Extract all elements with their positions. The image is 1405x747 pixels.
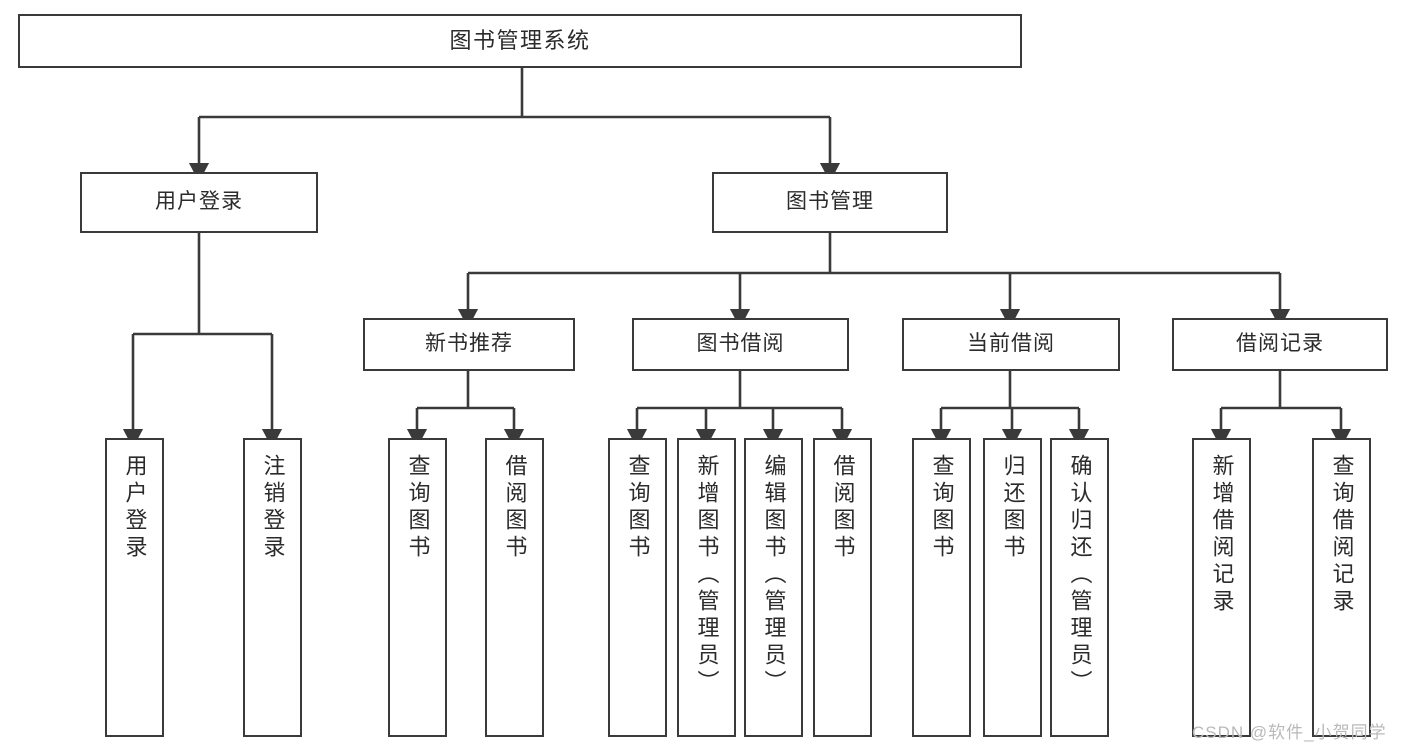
leaf-confirm-return-admin[interactable]: 确认归还（管理员）: [1050, 438, 1109, 737]
leaf-borrow-book-recommend[interactable]: 借阅图书: [485, 438, 544, 737]
leaf-edit-book-admin-label: 编辑图书（管理员）: [761, 454, 787, 697]
leaf-return-book-label: 归还图书: [1000, 454, 1026, 562]
leaf-query-book-current-label: 查询图书: [929, 454, 955, 562]
watermark: CSDN @软件_小贺同学: [1192, 723, 1387, 742]
leaf-borrow-book[interactable]: 借阅图书: [813, 438, 872, 737]
leaf-return-book[interactable]: 归还图书: [983, 438, 1042, 737]
leaf-query-book-borrow[interactable]: 查询图书: [608, 438, 667, 737]
leaf-query-book-borrow-label: 查询图书: [625, 454, 651, 562]
leaf-query-book-current[interactable]: 查询图书: [912, 438, 971, 737]
leaf-add-borrow-record[interactable]: 新增借阅记录: [1192, 438, 1251, 737]
leaf-query-borrow-record-label: 查询借阅记录: [1329, 454, 1355, 616]
node-book-management[interactable]: 图书管理: [712, 172, 948, 233]
node-current-borrow-label: 当前借阅: [967, 332, 1055, 356]
leaf-borrow-book-recommend-label: 借阅图书: [502, 454, 528, 562]
leaf-query-book-recommend[interactable]: 查询图书: [388, 438, 447, 737]
node-book-borrow-label: 图书借阅: [696, 332, 785, 356]
leaf-borrow-book-label: 借阅图书: [830, 454, 856, 562]
leaf-logout[interactable]: 注销登录: [243, 438, 302, 737]
leaf-query-borrow-record[interactable]: 查询借阅记录: [1312, 438, 1371, 737]
node-book-management-label: 图书管理: [786, 190, 874, 214]
leaf-user-login[interactable]: 用户登录: [105, 438, 164, 737]
node-root-label: 图书管理系统: [449, 28, 591, 54]
node-root[interactable]: 图书管理系统: [18, 14, 1022, 68]
node-new-book-recommend-label: 新书推荐: [425, 332, 513, 356]
node-borrow-record-label: 借阅记录: [1236, 332, 1324, 356]
node-current-borrow[interactable]: 当前借阅: [902, 318, 1120, 371]
leaf-user-login-label: 用户登录: [122, 454, 148, 562]
node-user-login-label: 用户登录: [155, 190, 243, 214]
leaf-edit-book-admin[interactable]: 编辑图书（管理员）: [744, 438, 803, 737]
leaf-add-borrow-record-label: 新增借阅记录: [1209, 454, 1235, 616]
node-new-book-recommend[interactable]: 新书推荐: [363, 318, 575, 371]
node-book-borrow[interactable]: 图书借阅: [632, 318, 849, 371]
leaf-logout-label: 注销登录: [260, 454, 286, 562]
node-borrow-record[interactable]: 借阅记录: [1172, 318, 1388, 371]
leaf-add-book-admin-label: 新增图书（管理员）: [694, 454, 720, 697]
leaf-add-book-admin[interactable]: 新增图书（管理员）: [677, 438, 736, 737]
leaf-confirm-return-admin-label: 确认归还（管理员）: [1067, 454, 1093, 697]
node-user-login[interactable]: 用户登录: [80, 172, 318, 233]
leaf-query-book-recommend-label: 查询图书: [405, 454, 431, 562]
